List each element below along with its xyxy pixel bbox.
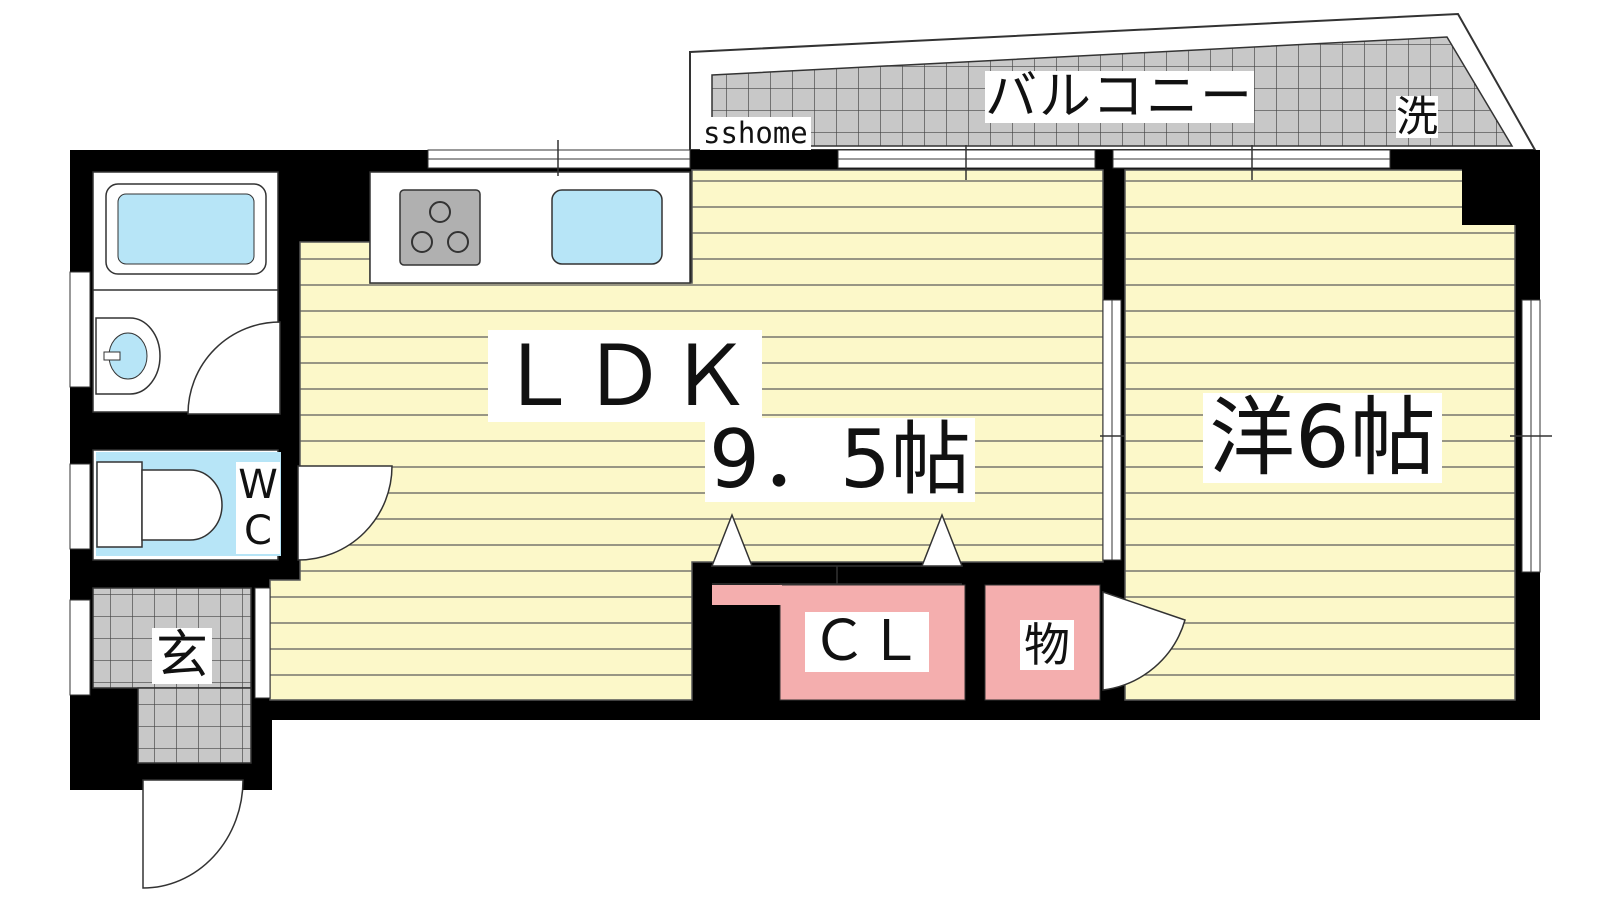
storage-label: 物 [1020,620,1074,670]
kitchen-counter [369,171,691,284]
ldk-label: ＬＤＫ [488,330,763,422]
washer-label: 洗 [1396,92,1439,141]
watermark-label: sshome [700,117,811,150]
entrance-door [142,779,244,889]
kitchen-sink [551,189,663,265]
western-room-label: 洋6帖 [1203,393,1442,483]
bathroom [92,171,281,415]
wc-label: WC [236,462,280,554]
stove [399,189,481,266]
western-room-corner-column [1462,150,1520,225]
ldk-size-label: 9．5帖 [705,418,975,502]
balcony-label: バルコニー [985,67,1254,127]
entrance-label: 玄 [152,628,213,684]
windows [69,140,1552,696]
closet-label: ＣＬ [805,612,929,672]
